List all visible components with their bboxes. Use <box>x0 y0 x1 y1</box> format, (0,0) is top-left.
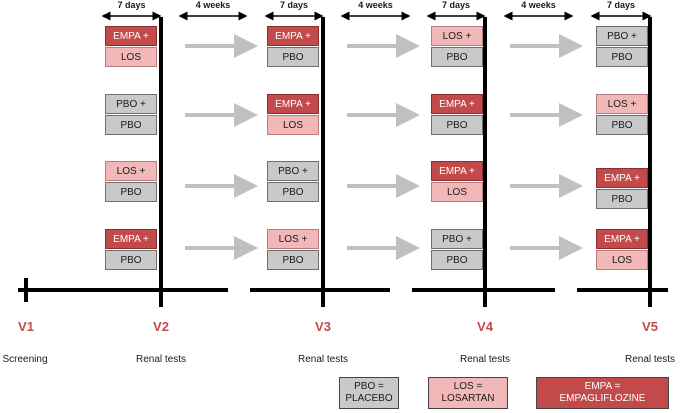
treatment-box-pbo: PBO <box>105 115 157 135</box>
treatment-box-pbo: PBO <box>105 250 157 270</box>
treatment-box-pbo: PBO <box>431 47 483 67</box>
treatment-box-pbo: PBO <box>267 250 319 270</box>
treatment-box-empa: EMPA + <box>431 161 483 181</box>
treatment-box-los: LOS + <box>431 26 483 46</box>
legend-definition: LOSARTAN <box>441 393 495 404</box>
visit-label: V3 <box>315 319 331 334</box>
treatment-box-pbo: PBO + <box>105 94 157 114</box>
visit-description: Screening <box>2 354 48 365</box>
treatment-box-los: LOS <box>431 182 483 202</box>
treatment-box-pbo: PBO <box>267 182 319 202</box>
treatment-box-los: LOS + <box>105 161 157 181</box>
legend-term: PBO = <box>354 381 384 392</box>
visit-label: V5 <box>642 319 658 334</box>
weeks-label: 4 weeks <box>195 0 231 10</box>
legend-pbo: PBO =PLACEBO <box>339 377 399 409</box>
treatment-box-empa: EMPA + <box>105 229 157 249</box>
legend-definition: EMPAGLIFLOZINE <box>559 393 646 404</box>
visit-label: V1 <box>18 319 34 334</box>
visit-description: Renal tests <box>459 354 511 365</box>
treatment-box-empa: EMPA + <box>267 26 319 46</box>
visit-description: Renal tests <box>624 354 676 365</box>
treatment-box-los: LOS <box>105 47 157 67</box>
weeks-label: 4 weeks <box>521 0 556 10</box>
treatment-box-pbo: PBO <box>596 189 648 209</box>
visit-description: Renal tests <box>297 354 349 365</box>
visit-label: V2 <box>153 319 169 334</box>
visit-label: V4 <box>477 319 493 334</box>
treatment-box-los: LOS + <box>596 94 648 114</box>
treatment-box-pbo: PBO <box>596 47 648 67</box>
treatment-box-pbo: PBO <box>596 115 648 135</box>
treatment-box-pbo: PBO <box>431 250 483 270</box>
days-label: 7 days <box>117 0 146 10</box>
legend-empa: EMPA =EMPAGLIFLOZINE <box>536 377 669 409</box>
days-label: 7 days <box>606 0 636 10</box>
visit-description: Renal tests <box>135 354 187 365</box>
treatment-box-pbo: PBO <box>431 115 483 135</box>
legend-term: LOS = <box>453 381 483 392</box>
treatment-box-empa: EMPA + <box>596 168 648 188</box>
treatment-box-empa: EMPA + <box>267 94 319 114</box>
weeks-label: 4 weeks <box>358 0 393 10</box>
treatment-box-empa: EMPA + <box>431 94 483 114</box>
days-label: 7 days <box>441 0 471 10</box>
treatment-box-pbo: PBO + <box>431 229 483 249</box>
treatment-box-pbo: PBO + <box>596 26 648 46</box>
treatment-box-empa: EMPA + <box>105 26 157 46</box>
days-label: 7 days <box>279 0 309 10</box>
treatment-box-los: LOS + <box>267 229 319 249</box>
treatment-box-los: LOS <box>596 250 648 270</box>
legend-los: LOS =LOSARTAN <box>428 377 508 409</box>
treatment-box-pbo: PBO + <box>267 161 319 181</box>
legend-term: EMPA = <box>584 381 621 392</box>
treatment-box-pbo: PBO <box>267 47 319 67</box>
legend-definition: PLACEBO <box>345 393 393 404</box>
treatment-box-empa: EMPA + <box>596 229 648 249</box>
treatment-box-pbo: PBO <box>105 182 157 202</box>
treatment-box-los: LOS <box>267 115 319 135</box>
